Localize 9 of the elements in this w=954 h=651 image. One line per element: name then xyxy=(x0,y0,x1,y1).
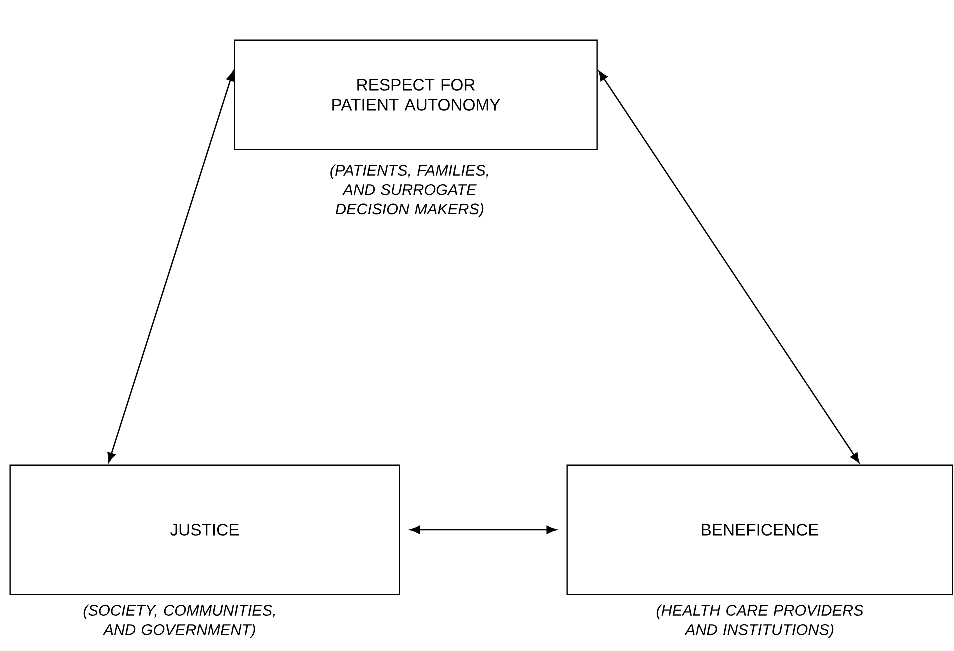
arrow xyxy=(598,70,860,464)
arrow xyxy=(108,71,235,463)
caption-text: (HEALTH CARE PROVIDERS AND INSTITUTIONS) xyxy=(656,604,864,638)
concept-box: BENEFICENCE xyxy=(566,464,954,596)
arrow xyxy=(410,526,557,534)
caption-text: (SOCIETY, COMMUNITIES, AND GOVERNMENT) xyxy=(84,604,276,638)
caption-text: (PATIENTS, FAMILIES, AND SURROGATE DECISION MAKERS) xyxy=(330,164,488,218)
concept-box: RESPECT FOR PATIENT AUTONOMY xyxy=(234,40,598,150)
concept-box: JUSTICE xyxy=(10,464,400,596)
